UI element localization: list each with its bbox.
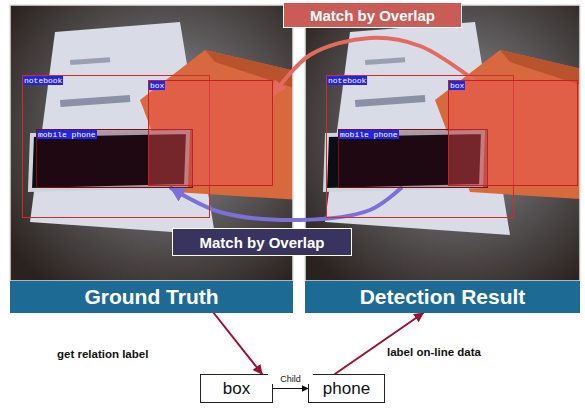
- relation-box: box: [200, 374, 273, 403]
- connector: [273, 38, 474, 95]
- class-label: phone: [323, 379, 370, 399]
- edge-label-holder: Match by Overlap: [283, 2, 462, 28]
- match-banner: Match by Overlap: [172, 228, 352, 256]
- connector: [171, 188, 401, 220]
- edge-label-holder: Match by Overlap: [172, 228, 352, 256]
- connector: [273, 388, 308, 389]
- edge-label-holder: Child: [268, 374, 313, 384]
- image-panel: Ground Truth notebook mobile phone box: [10, 5, 293, 313]
- class-tag: notebook: [23, 76, 63, 85]
- class-tag: box: [449, 81, 465, 90]
- edge-label: Child: [268, 374, 313, 384]
- image-panel: Detection Result notebook mobile phone box: [305, 5, 580, 313]
- class-label: box: [223, 379, 250, 399]
- class-tag: notebook: [327, 76, 367, 85]
- class-tag: mobile phone: [339, 130, 399, 139]
- edge-label: get relation label: [55, 347, 150, 361]
- class-tag: box: [149, 81, 165, 90]
- panel-title: Detection Result: [305, 281, 580, 313]
- connector: [214, 313, 262, 374]
- edge-label-holder: get relation label: [55, 344, 150, 362]
- edge-label: label on-line data: [385, 345, 483, 359]
- edge-label-holder: label on-line data: [385, 342, 483, 360]
- class-tag: mobile phone: [37, 130, 97, 139]
- bounding-box: box: [448, 80, 578, 186]
- match-banner: Match by Overlap: [283, 2, 462, 28]
- relation-box: phone: [308, 374, 385, 403]
- bounding-box: box: [148, 80, 273, 186]
- panel-title: Ground Truth: [10, 281, 293, 313]
- connector: [335, 313, 423, 374]
